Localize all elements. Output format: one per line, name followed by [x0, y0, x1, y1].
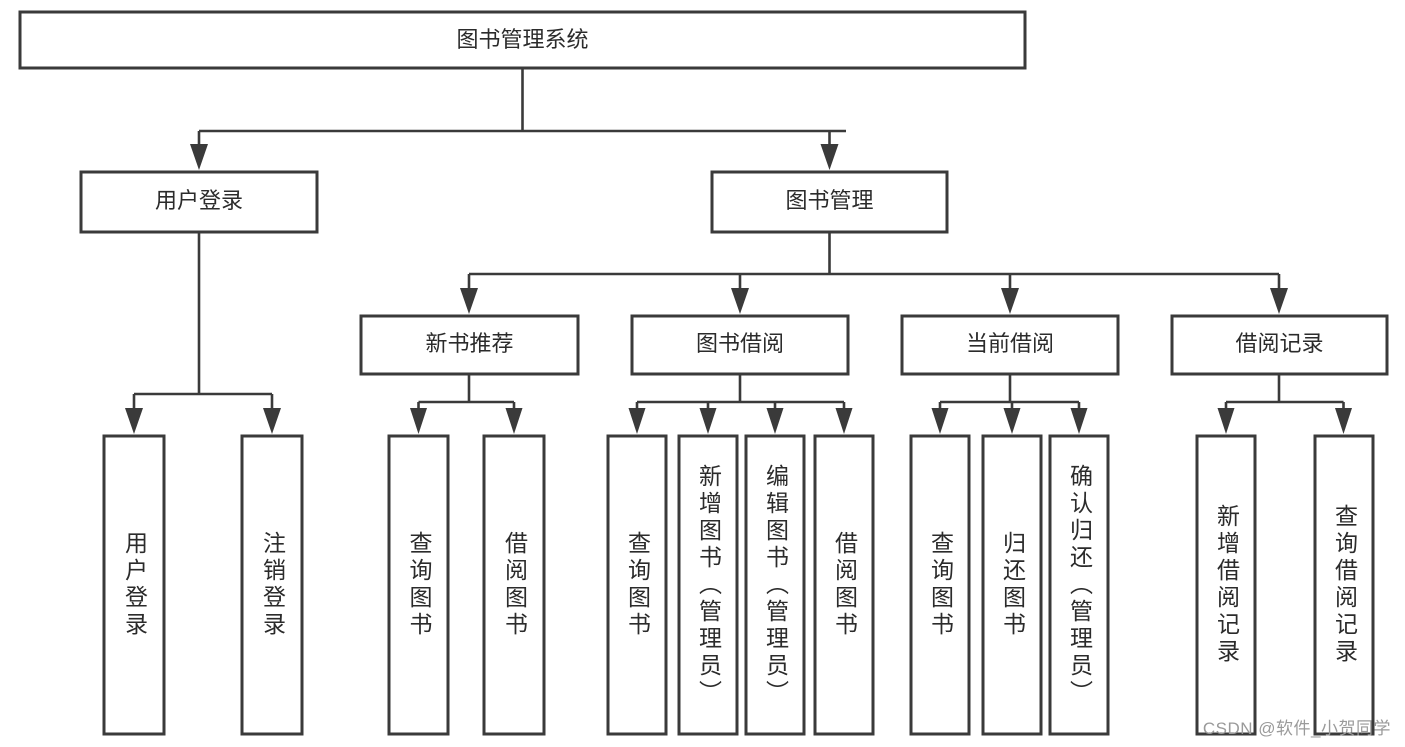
node-leaf-query-book-1-box[interactable]	[387, 434, 450, 736]
node-current-borrow-box[interactable]	[900, 314, 1120, 376]
arrow-head-leaf-borrow-book-2	[835, 408, 853, 434]
node-book-management-box[interactable]	[710, 170, 949, 234]
node-leaf-query-borrow-record-box[interactable]	[1313, 434, 1375, 736]
node-user-login-box[interactable]	[79, 170, 319, 234]
node-current-borrow[interactable]: 当前借阅	[900, 314, 1120, 376]
arrow-head-book-borrow	[731, 288, 749, 314]
node-user-login[interactable]: 用户登录	[79, 170, 319, 234]
arrow-head-leaf-query-borrow-record	[1335, 408, 1352, 434]
node-current-borrow-label: 当前借阅	[966, 331, 1054, 356]
node-leaf-edit-book-admin-box[interactable]	[744, 434, 806, 736]
node-leaf-borrow-book-2-box[interactable]	[813, 434, 875, 736]
node-book-management-label: 图书管理	[785, 188, 873, 213]
csdn-watermark: CSDN @软件_小贺同学	[1202, 719, 1391, 738]
arrow-head-leaf-return-book	[1003, 408, 1021, 434]
arrow-head-user-login	[190, 144, 208, 170]
node-book-borrow-box[interactable]	[630, 314, 850, 376]
node-new-book-recommend-box[interactable]	[359, 314, 580, 376]
node-book-management[interactable]: 图书管理	[710, 170, 949, 234]
node-root-system-box[interactable]	[18, 10, 1027, 70]
arrow-head-book-management	[820, 144, 839, 170]
arrow-head-leaf-query-book-1	[410, 408, 427, 434]
connector-group-current-borrow	[931, 374, 1088, 434]
connector-group-root	[190, 68, 846, 170]
node-borrow-record-label: 借阅记录	[1235, 331, 1323, 356]
arrow-head-leaf-query-book-3	[931, 408, 949, 434]
arrow-head-current-borrow	[1001, 288, 1019, 314]
node-leaf-logout-login-box[interactable]	[240, 434, 304, 736]
connector-group-new-book-recommend	[410, 374, 523, 434]
leaf-box-group	[102, 434, 1375, 736]
connector-group-book-management	[460, 232, 1288, 314]
arrow-head-leaf-confirm-return-admin	[1070, 408, 1088, 434]
node-leaf-query-book-2-box[interactable]	[606, 434, 668, 736]
arrow-head-leaf-logout-login	[263, 408, 281, 434]
node-user-login-label: 用户登录	[155, 188, 243, 213]
node-leaf-return-book-box[interactable]	[981, 434, 1043, 736]
arrow-head-leaf-add-book-admin	[699, 408, 717, 434]
connector-group-borrow-record	[1217, 374, 1352, 434]
arrow-head-leaf-edit-book-admin	[766, 408, 784, 434]
arrow-head-new-book-recommend	[460, 288, 478, 314]
node-leaf-user-login-box[interactable]	[102, 434, 166, 736]
node-book-borrow-label: 图书借阅	[696, 331, 784, 356]
node-leaf-borrow-book-1-box[interactable]	[482, 434, 546, 736]
arrow-head-leaf-add-borrow-record	[1217, 408, 1235, 434]
connector-group-user-login	[125, 232, 281, 434]
node-root-system-label: 图书管理系统	[456, 27, 588, 52]
arrow-head-leaf-borrow-book-1	[505, 408, 523, 434]
node-borrow-record[interactable]: 借阅记录	[1170, 314, 1389, 376]
node-borrow-record-box[interactable]	[1170, 314, 1389, 376]
arrow-head-leaf-user-login	[125, 408, 143, 434]
node-new-book-recommend[interactable]: 新书推荐	[359, 314, 580, 376]
node-leaf-query-book-3-box[interactable]	[909, 434, 971, 736]
node-book-borrow[interactable]: 图书借阅	[630, 314, 850, 376]
node-leaf-confirm-return-admin-box[interactable]	[1048, 434, 1110, 736]
node-new-book-recommend-label: 新书推荐	[425, 331, 513, 356]
node-leaf-add-book-admin-box[interactable]	[677, 434, 739, 736]
connector-group-book-borrow	[628, 374, 853, 434]
arrow-head-leaf-query-book-2	[628, 408, 646, 434]
node-root-system[interactable]: 图书管理系统	[18, 10, 1027, 70]
arrow-head-borrow-record	[1270, 288, 1288, 314]
node-leaf-add-borrow-record-box[interactable]	[1195, 434, 1257, 736]
